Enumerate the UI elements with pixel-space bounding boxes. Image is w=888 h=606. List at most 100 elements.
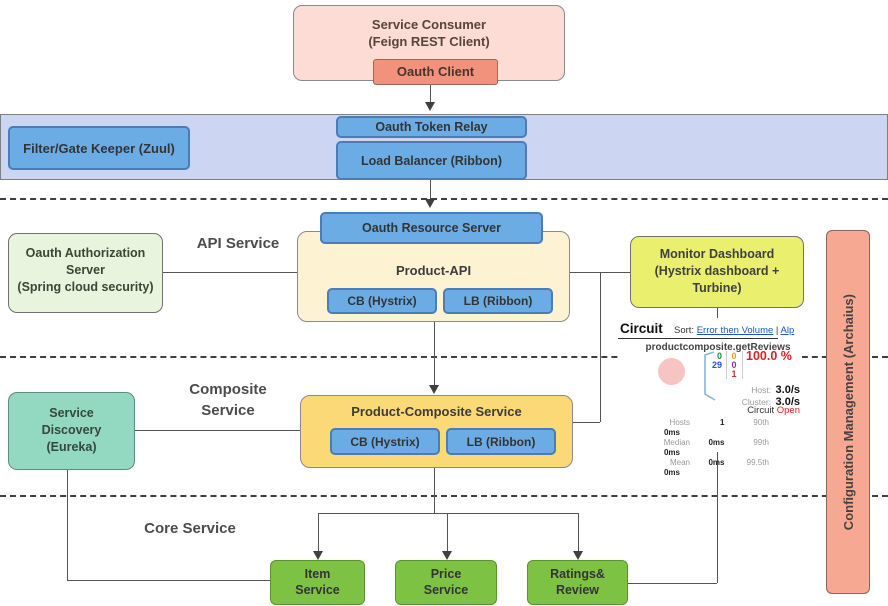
stat-label: Median <box>663 438 690 447</box>
stats-row: Median 0ms 99th 0ms <box>646 438 798 458</box>
price-service-box: Price Service <box>395 560 497 605</box>
ratings-review-service-box: Ratings& Review <box>527 560 628 605</box>
circuit-state-label: Circuit <box>747 405 775 416</box>
cluster-rate: 3.0/s <box>775 396 800 408</box>
connector-to-price <box>447 513 448 552</box>
circuit-health-circle-icon <box>658 358 685 385</box>
arrow-down-icon <box>313 551 323 560</box>
circuit-state-row: Circuit Open <box>658 405 800 416</box>
stat-value: 1 <box>720 418 725 427</box>
composite-label-line2: Service <box>201 402 255 419</box>
monitor-dashboard-box: Monitor Dashboard (Hystrix dashboard + T… <box>630 236 804 308</box>
product-api-title: Product-API <box>395 263 472 278</box>
item-service-line1: Item <box>304 567 331 581</box>
stat-value: 0ms <box>663 468 680 477</box>
stats-row: Mean 0ms 99.5th 0ms <box>646 458 798 478</box>
oauth-token-relay-box: Oauth Token Relay <box>336 116 527 138</box>
load-balancer-box: Load Balancer (Ribbon) <box>336 141 527 180</box>
monitor-line3: Turbine) <box>692 281 742 295</box>
auth-server-line1: Oauth Authorization <box>25 246 146 260</box>
arrow-down-icon <box>429 385 439 394</box>
oauth-authorization-server-box: Oauth Authorization Server (Spring cloud… <box>8 233 163 313</box>
stat-label: Mean <box>669 458 690 467</box>
sort-link-error-volume[interactable]: Error then Volume <box>696 325 774 336</box>
latency-stats-table: Hosts 1 90th 0ms Median 0ms 99th 0ms Mea… <box>646 418 798 478</box>
stat-value: 0ms <box>708 438 725 447</box>
circuit-title-rule <box>618 338 778 339</box>
composite-lb-box: LB (Ribbon) <box>446 428 556 455</box>
item-service-line2: Service <box>295 583 340 597</box>
service-consumer-title: Service Consumer <box>371 17 487 32</box>
circuit-state-value: Open <box>776 405 800 416</box>
connector-ratings-to-monitor <box>628 583 717 584</box>
hystrix-circuit-panel: Circuit Sort: Error then Volume | Alp pr… <box>618 318 802 477</box>
circuit-panel-title: Circuit <box>620 321 663 336</box>
zuul-filter-box: Filter/Gate Keeper (Zuul) <box>8 126 190 170</box>
host-rate: 3.0/s <box>775 384 800 396</box>
connector-to-item <box>318 513 319 552</box>
composite-cb-box: CB (Hystrix) <box>330 428 440 455</box>
connector-branch-to-composite <box>573 422 600 423</box>
price-service-line1: Price <box>430 567 462 581</box>
circuit-metric-name: productcomposite.getReviews <box>645 342 791 353</box>
count-rejected: 0 <box>731 360 737 370</box>
discovery-line1: Service <box>49 406 94 420</box>
stat-value: 0ms <box>663 428 680 437</box>
count-timeout: 0 <box>731 351 737 361</box>
discovery-line3: (Eureka) <box>46 440 97 454</box>
connector-monitor-branch <box>600 272 601 422</box>
oauth-client-box: Oauth Client <box>373 59 498 85</box>
sort-separator: | <box>775 325 779 336</box>
connector-composite-down <box>434 468 435 513</box>
connector-discovery-to-composite <box>135 430 300 431</box>
connector-discovery-down <box>67 470 68 580</box>
circuit-sort-bar: Sort: Error then Volume | Alp <box>674 325 794 336</box>
count-short-circuited: 29 <box>711 360 722 370</box>
dashed-separator-1 <box>0 198 888 200</box>
connector-discovery-to-item <box>67 580 270 581</box>
dashed-separator-2 <box>0 356 888 358</box>
arrow-down-icon <box>442 551 452 560</box>
error-percent: 100.0 % <box>746 349 792 363</box>
connector-to-ratings <box>578 513 579 552</box>
service-discovery-box: Service Discovery (Eureka) <box>8 392 135 470</box>
connector-consumer-to-gateway <box>430 81 431 103</box>
connector-api-to-composite <box>434 322 435 386</box>
cluster-label: Cluster: <box>741 397 772 407</box>
cluster-rate-row: Cluster: 3.0/s <box>658 392 800 410</box>
service-consumer-box: Service Consumer (Feign REST Client) Oau… <box>293 5 565 85</box>
configuration-management-box: Configuration Management (Archaius) <box>826 230 870 594</box>
arrow-down-icon <box>425 102 435 111</box>
circuit-sparkline <box>704 351 716 401</box>
section-label-core-service: Core Service <box>144 520 236 537</box>
composite-label-line1: Composite <box>189 381 267 398</box>
auth-server-line3: (Spring cloud security) <box>17 280 154 294</box>
count-divider <box>726 351 727 379</box>
product-api-cb-box: CB (Hystrix) <box>327 288 437 314</box>
product-api-lb-box: LB (Ribbon) <box>443 288 553 314</box>
count-divider <box>742 351 743 379</box>
stat-label: Hosts <box>669 418 690 427</box>
connector-core-branch <box>318 513 578 514</box>
item-service-box: Item Service <box>270 560 365 605</box>
ratings-service-line2: Review <box>555 583 600 597</box>
arrow-down-icon <box>573 551 583 560</box>
stat-label: 90th <box>753 418 769 427</box>
stat-value: 0ms <box>663 448 680 457</box>
service-consumer-subtitle: (Feign REST Client) <box>368 34 490 49</box>
stats-row: Hosts 1 90th 0ms <box>646 418 798 438</box>
host-label: Host: <box>751 385 772 395</box>
arrow-down-icon <box>425 199 435 208</box>
connector-gateway-to-api <box>430 180 431 200</box>
configuration-management-label: Configuration Management (Archaius) <box>840 293 856 531</box>
count-failure: 1 <box>731 369 737 379</box>
ratings-service-line1: Ratings& <box>550 567 605 581</box>
price-service-line2: Service <box>423 583 469 597</box>
stat-label: 99th <box>753 438 769 447</box>
sort-link-alphabetical[interactable]: Alp <box>780 325 795 336</box>
oauth-resource-server-box: Oauth Resource Server <box>320 212 543 244</box>
stat-label: 99.5th <box>746 458 769 467</box>
stat-value: 0ms <box>708 458 725 467</box>
dashed-separator-3 <box>0 495 888 497</box>
